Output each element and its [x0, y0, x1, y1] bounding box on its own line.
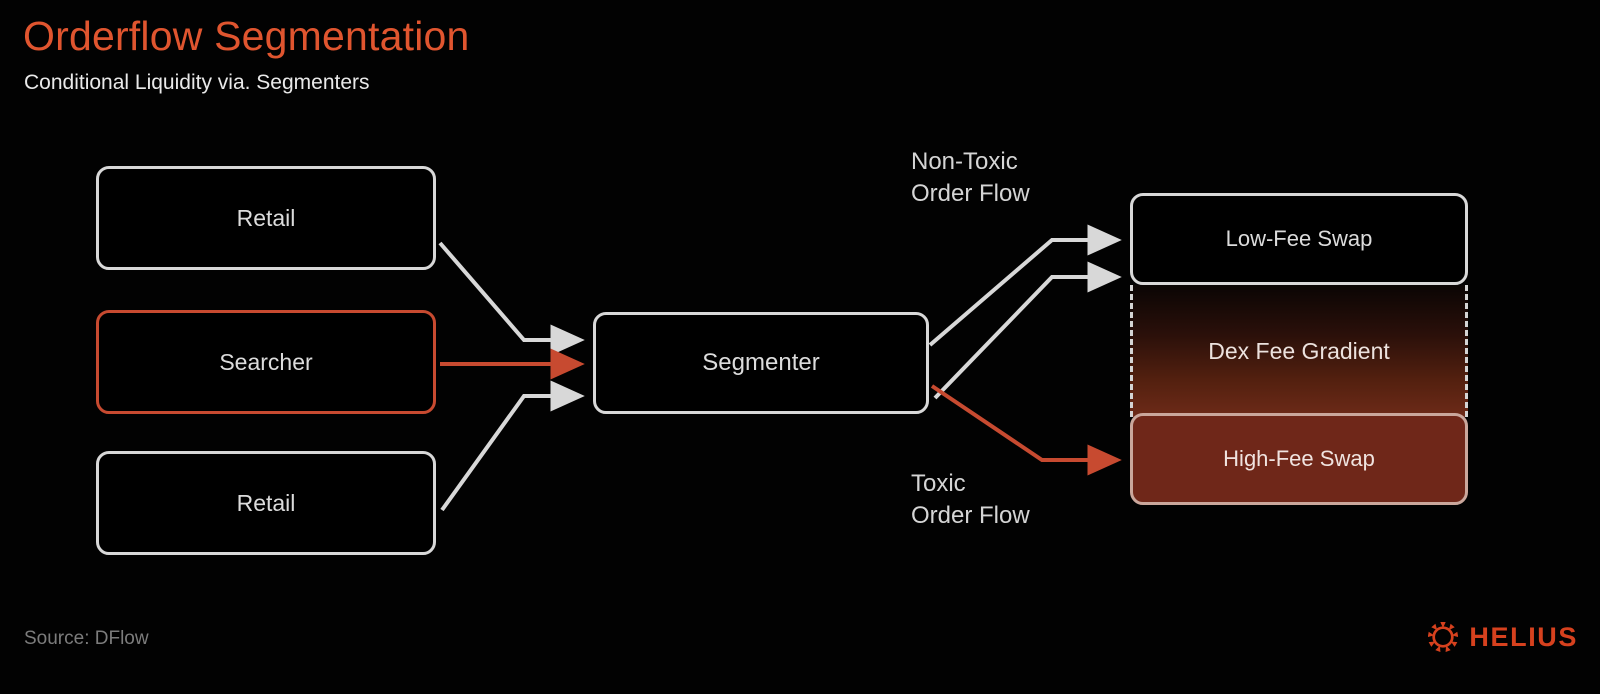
- node-label: Low-Fee Swap: [1225, 226, 1373, 251]
- node-high-fee-swap[interactable]: High-Fee Swap: [1130, 413, 1468, 505]
- helius-wordmark: HELIUS: [1469, 621, 1578, 652]
- node-searcher[interactable]: Searcher: [96, 310, 436, 414]
- connector-retail-top-to-segmenter: [438, 241, 585, 356]
- node-label: High-Fee Swap: [1223, 446, 1375, 471]
- node-dex-fee-gradient: Dex Fee Gradient: [1130, 285, 1468, 417]
- node-label: Searcher: [219, 348, 313, 375]
- connector-segmenter-to-low-fee-a: [928, 224, 1122, 347]
- node-label: Dex Fee Gradient: [1208, 337, 1390, 364]
- connector-segmenter-to-low-fee-b: [933, 261, 1122, 400]
- node-segmenter[interactable]: Segmenter: [593, 312, 929, 414]
- helius-logo: HELIUS: [1428, 622, 1578, 652]
- node-retail-top[interactable]: Retail: [96, 166, 436, 270]
- helius-sun-icon: [1428, 622, 1459, 652]
- label-non-toxic-order-flow: Non-Toxic Order Flow: [911, 148, 1030, 208]
- node-retail-bottom[interactable]: Retail: [96, 451, 436, 555]
- source-credit: Source: DFlow: [24, 628, 149, 649]
- page-title: Orderflow Segmentation: [23, 13, 470, 59]
- connector-retail-bottom-to-segmenter: [440, 380, 585, 512]
- node-label: Segmenter: [702, 349, 820, 376]
- connector-segmenter-to-high-fee: [930, 384, 1122, 476]
- node-low-fee-swap[interactable]: Low-Fee Swap: [1130, 193, 1468, 285]
- page-subtitle: Conditional Liquidity via. Segmenters: [24, 71, 370, 94]
- node-label: Retail: [236, 204, 296, 231]
- node-label: Retail: [236, 489, 296, 516]
- label-toxic-order-flow: Toxic Order Flow: [911, 470, 1030, 530]
